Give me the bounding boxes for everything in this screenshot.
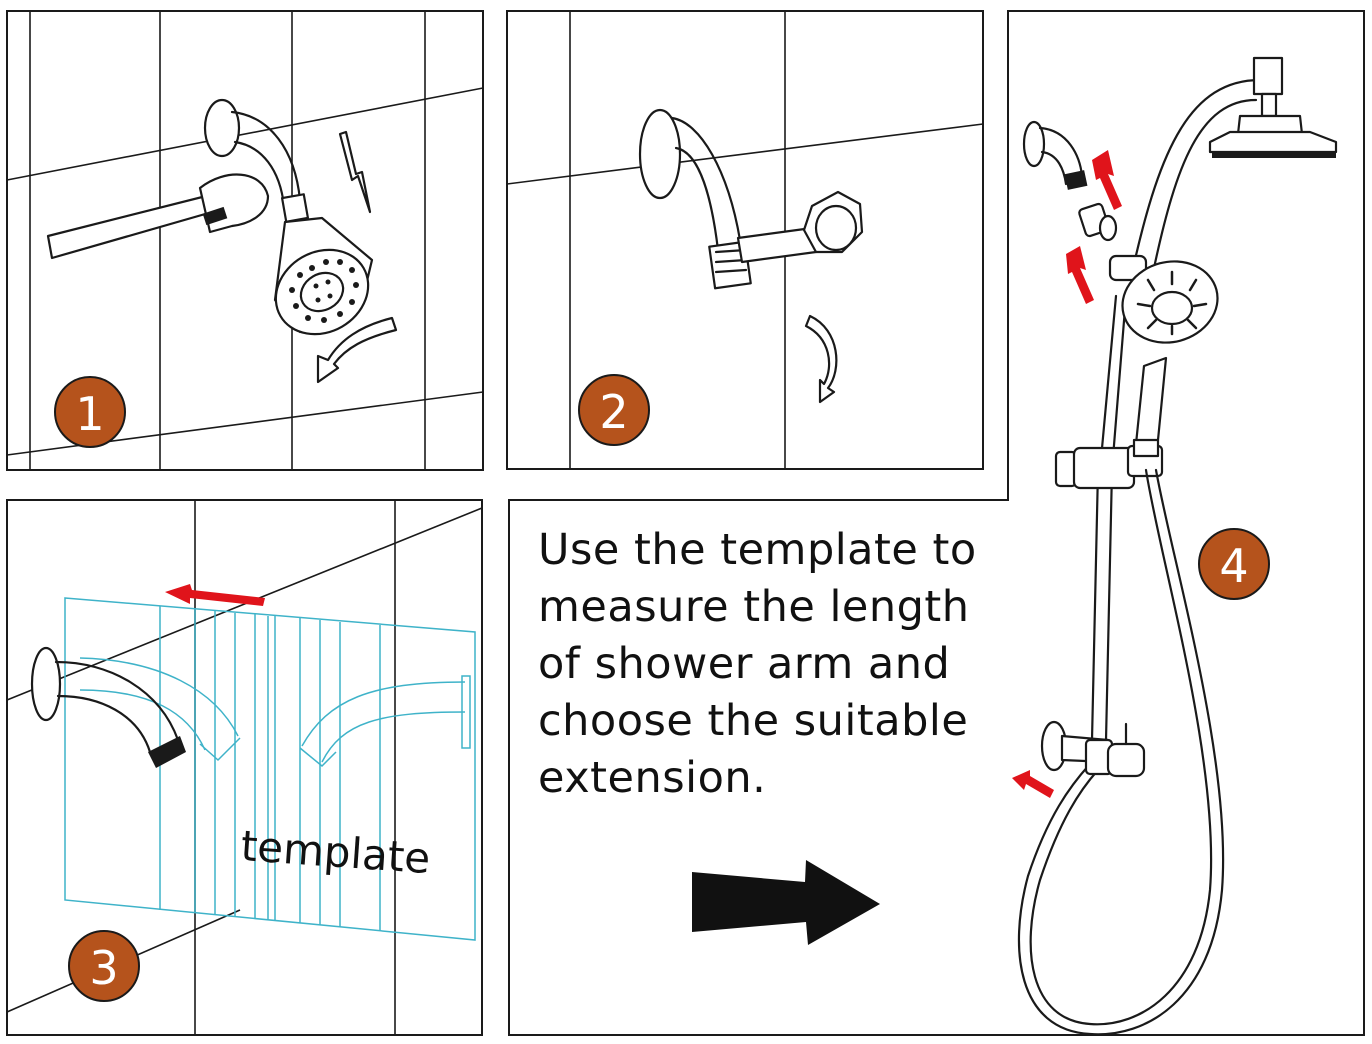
- step-badge-1: 1: [54, 376, 126, 448]
- direction-arrow-icon: [338, 130, 372, 214]
- instruction-line-3: of shower arm and: [538, 639, 951, 689]
- rain-shower-head-icon: [1132, 56, 1338, 270]
- shower-arm-icon: [203, 98, 310, 223]
- direction-arrow-icon: [165, 584, 265, 606]
- hand-shower-icon: [1121, 260, 1219, 458]
- shower-head-icon: [273, 216, 374, 336]
- direction-arrow-icon: [1012, 770, 1054, 798]
- rotation-arrow-icon: [316, 316, 398, 384]
- shower-arm-icon: [638, 108, 818, 290]
- instruction-line-4: choose the suitable: [538, 696, 969, 746]
- wall-tiles: [6, 11, 484, 470]
- rotation-arrow-icon: [804, 314, 838, 404]
- shower-arm-icon: [30, 646, 186, 768]
- instruction-line-5: extension.: [538, 753, 767, 803]
- svg-text:2: 2: [599, 385, 628, 439]
- panel-step-4: 4: [1012, 56, 1338, 1036]
- diverter-valve-icon: [1040, 720, 1146, 778]
- direction-arrow-icon: [1066, 246, 1094, 304]
- panel-step-2: 2: [506, 10, 984, 470]
- instruction-text: Use the template to measure the length o…: [538, 522, 1008, 807]
- svg-text:1: 1: [75, 387, 104, 441]
- panel-step-3: template 3: [6, 499, 483, 1036]
- direction-arrow-icon: [1092, 150, 1122, 210]
- next-arrow-icon: [692, 860, 880, 945]
- extension-nut-icon: [802, 190, 864, 254]
- svg-text:3: 3: [89, 941, 118, 995]
- instruction-line-1: Use the template to: [538, 525, 977, 575]
- svg-text:4: 4: [1219, 539, 1248, 593]
- step-badge-3: 3: [68, 930, 140, 1002]
- instruction-line-2: measure the length: [538, 582, 970, 632]
- step-badge-4: 4: [1198, 528, 1270, 600]
- adjustable-wrench-icon: [46, 173, 270, 260]
- step-badge-2: 2: [578, 374, 650, 446]
- hose-icon: [1029, 468, 1213, 1026]
- shower-arm-icon: [1022, 120, 1118, 242]
- panel-step-1: 1: [6, 10, 484, 471]
